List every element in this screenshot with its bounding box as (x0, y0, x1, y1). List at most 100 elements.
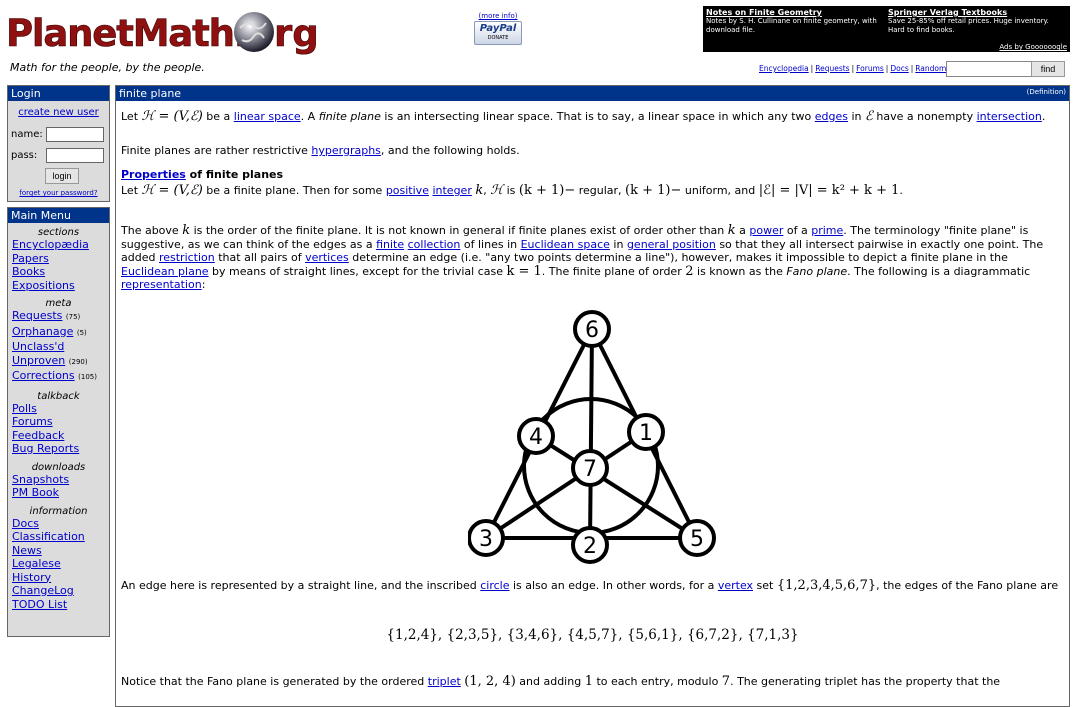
link-edges[interactable]: edges (814, 110, 848, 123)
menu-link[interactable]: Expositions (12, 278, 75, 292)
main-menu-header: Main Menu (8, 208, 109, 223)
nav-docs[interactable]: Docs (890, 64, 909, 73)
fano-node (517, 417, 555, 455)
menu-link[interactable]: Forums (12, 415, 53, 428)
fano-edge-list: {1,2,4}, {2,3,5}, {3,4,6}, {4,5,7}, {5,6… (386, 627, 799, 643)
login-button[interactable]: login (45, 168, 79, 184)
menu-item-count: (105) (78, 373, 97, 381)
password-field[interactable] (46, 148, 104, 163)
menu-section-heading: talkback (37, 390, 80, 402)
planetmath-logo[interactable]: PlanetMath. rg (6, 2, 316, 56)
menu-link[interactable]: Legalese (12, 557, 61, 570)
paragraph-hypergraphs: Finite planes are rather restrictive hyp… (121, 144, 520, 157)
link-vertices[interactable]: vertices (305, 251, 349, 264)
menu-link[interactable]: Bug Reports (12, 442, 80, 455)
paragraph-definition: Let ℋ = (V,ℰ) be a linear space. A finit… (121, 109, 1046, 124)
menu-item: Encyclopædia (12, 238, 109, 252)
menu-link[interactable]: Snapshots (12, 472, 70, 486)
link-circle[interactable]: circle (480, 579, 510, 592)
link-euclidean-plane[interactable]: Euclidean plane (121, 264, 209, 278)
link-finite[interactable]: finite (376, 237, 405, 251)
ads-by-google-link[interactable]: Ads by Goooooogle (999, 43, 1067, 51)
ad-item[interactable]: Notes on Finite Geometry Notes by S. H. … (706, 8, 881, 35)
menu-section-heading: sections (37, 227, 80, 238)
menu-link[interactable]: News (12, 543, 42, 557)
fano-node-label: 2 (583, 534, 597, 559)
menu-item: PM Book (12, 486, 109, 500)
menu-item: Orphanage (5) (12, 325, 109, 341)
menu-link[interactable]: Books (12, 265, 46, 278)
search-input[interactable] (946, 61, 1032, 77)
fano-node (678, 519, 716, 557)
username-field[interactable] (46, 127, 104, 142)
link-general-position[interactable]: general position (626, 237, 716, 251)
menu-link[interactable]: History (12, 570, 52, 584)
paragraph-triplet: Notice that the Fano plane is generated … (121, 674, 1001, 689)
article-header: finite plane (Definition) (116, 86, 1069, 101)
menu-link[interactable]: Unproven (12, 353, 66, 367)
pass-label: pass: (11, 150, 38, 161)
math-k-eq-1: k = 1 (506, 263, 542, 279)
fano-node (573, 310, 611, 348)
menu-link[interactable]: PM Book (12, 486, 59, 499)
menu-link[interactable]: ChangeLog (12, 584, 74, 597)
menu-link[interactable]: Docs (12, 516, 39, 530)
link-triplet[interactable]: triplet (427, 675, 461, 688)
login-header: Login (8, 86, 109, 101)
menu-link[interactable]: Encyclopædia (12, 238, 89, 251)
menu-item: Expositions (12, 279, 109, 293)
paypal-donate-button[interactable]: PayPal DONATE (474, 21, 522, 45)
ad-title[interactable]: Notes on Finite Geometry (706, 8, 822, 17)
math-triplet: (1, 2, 4) (464, 674, 516, 689)
link-integer[interactable]: integer (432, 184, 472, 197)
ad-title[interactable]: Springer Verlag Textbooks (888, 8, 1008, 17)
menu-item: Docs (12, 517, 109, 531)
math-h-def: ℋ = (V,ℰ) (141, 183, 203, 198)
link-linear-space[interactable]: linear space (233, 110, 301, 123)
create-user-link[interactable]: create new user (18, 107, 99, 118)
menu-link[interactable]: Classification (12, 530, 85, 543)
link-euclidean-space[interactable]: Euclidean space (520, 237, 610, 251)
link-prime[interactable]: prime (811, 224, 844, 237)
fano-node (571, 526, 609, 564)
math-k-plus-1-regular: (k + 1)− (518, 183, 576, 198)
ad-text: Save 25-85% off retail prices. Huge inve… (888, 17, 1049, 34)
paypal-logo: PayPal (479, 23, 517, 34)
nav-encyclopedia[interactable]: Encyclopedia (759, 64, 809, 73)
link-intersection[interactable]: intersection (976, 110, 1042, 123)
nav-random[interactable]: Random (915, 64, 947, 73)
menu-link[interactable]: TODO List (12, 597, 68, 611)
menu-item: Books (12, 265, 109, 279)
menu-link[interactable]: Corrections (12, 369, 75, 382)
ad-item[interactable]: Springer Verlag Textbooks Save 25-85% of… (888, 8, 1063, 35)
menu-item-count: (290) (68, 357, 88, 366)
menu-link[interactable]: Feedback (12, 428, 65, 442)
fano-node-label: 3 (479, 527, 493, 552)
link-power[interactable]: power (749, 224, 784, 237)
link-vertex[interactable]: vertex (717, 579, 754, 592)
link-restriction[interactable]: restriction (158, 251, 215, 264)
article-type: (Definition) (1026, 88, 1066, 96)
nav-requests[interactable]: Requests (815, 64, 850, 73)
menu-link[interactable]: Orphanage (12, 324, 74, 338)
menu-link[interactable]: Papers (12, 251, 49, 265)
fano-node (571, 449, 609, 487)
more-info-link[interactable]: (more info) (478, 12, 518, 20)
link-representation[interactable]: representation (121, 278, 202, 291)
site-tagline: Math for the people, by the people. (10, 61, 205, 74)
menu-link[interactable]: Requests (12, 309, 63, 322)
menu-link[interactable]: Polls (12, 401, 37, 415)
link-collection[interactable]: collection (407, 237, 461, 251)
link-properties[interactable]: Properties (121, 168, 186, 181)
menu-item: Bug Reports (12, 442, 109, 456)
math-k: k (475, 183, 484, 198)
nav-forums[interactable]: Forums (856, 64, 884, 73)
menu-link[interactable]: Unclass'd (12, 340, 65, 353)
menu-item: Polls (12, 402, 109, 416)
find-button[interactable]: find (1031, 61, 1065, 77)
link-hypergraphs[interactable]: hypergraphs (311, 144, 381, 157)
link-positive[interactable]: positive (385, 184, 429, 197)
forgot-password-link[interactable]: forget your password? (19, 189, 98, 197)
